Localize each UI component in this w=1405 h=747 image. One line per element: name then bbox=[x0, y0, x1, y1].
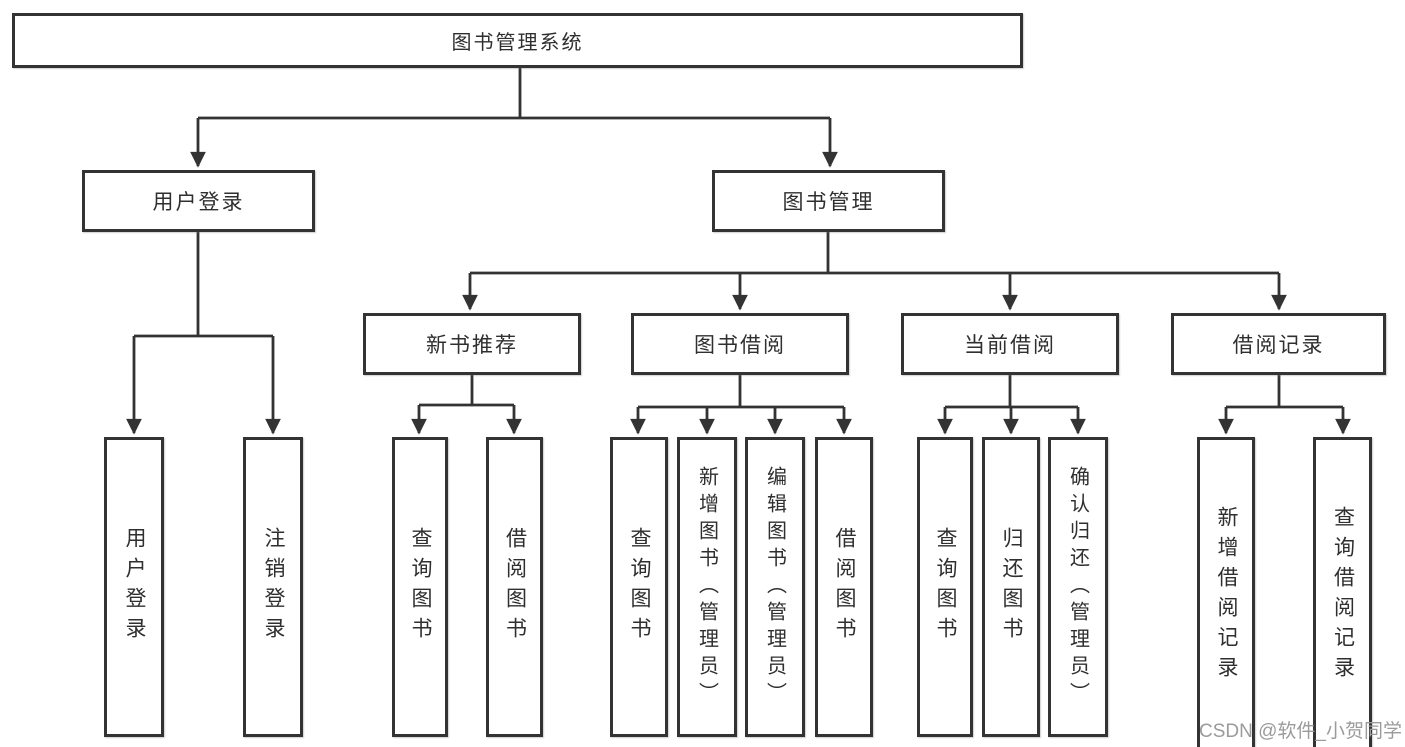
leaf-label: 用户登录 bbox=[123, 527, 146, 647]
leaf-label: 借阅图书 bbox=[503, 527, 527, 647]
leaf-node-borrow-query-books: 查询图书 bbox=[610, 437, 668, 737]
leaf-node-current-query-books: 查询图书 bbox=[917, 437, 973, 737]
leaf-node-add-books-admin: 新增图书（管理员） bbox=[677, 437, 737, 737]
leaf-label: 查询图书 bbox=[409, 527, 432, 647]
leaf-label: 归还图书 bbox=[1000, 527, 1023, 647]
leaf-node-user-login: 用户登录 bbox=[104, 437, 164, 737]
leaf-node-recommend-borrow-books: 借阅图书 bbox=[486, 437, 543, 737]
branch-node-user-login: 用户登录 bbox=[82, 170, 315, 232]
leaf-label: 注销登录 bbox=[262, 527, 285, 647]
section-node-current-borrow: 当前借阅 bbox=[901, 313, 1119, 375]
leaf-label: 确认归还（管理员） bbox=[1066, 465, 1089, 709]
leaf-node-logout: 注销登录 bbox=[243, 437, 303, 737]
leaf-node-borrow-books: 借阅图书 bbox=[815, 437, 873, 737]
leaf-label: 编辑图书（管理员） bbox=[763, 465, 786, 709]
leaf-label: 查询图书 bbox=[934, 527, 957, 647]
leaf-label: 新增图书（管理员） bbox=[695, 465, 718, 709]
leaf-node-return-books: 归还图书 bbox=[982, 437, 1040, 737]
section-node-borrow-records: 借阅记录 bbox=[1171, 313, 1386, 375]
leaf-label: 借阅图书 bbox=[833, 527, 856, 647]
leaf-node-recommend-query-books: 查询图书 bbox=[392, 437, 448, 737]
leaf-label: 查询图书 bbox=[628, 527, 651, 647]
leaf-label: 查询借阅记录 bbox=[1331, 506, 1355, 686]
section-node-new-book-recommend: 新书推荐 bbox=[363, 313, 581, 375]
root-node-library-system: 图书管理系统 bbox=[12, 13, 1023, 68]
branch-node-book-management: 图书管理 bbox=[712, 170, 945, 232]
section-node-book-borrow: 图书借阅 bbox=[631, 313, 849, 375]
leaf-node-edit-books-admin: 编辑图书（管理员） bbox=[745, 437, 805, 737]
leaf-node-confirm-return-admin: 确认归还（管理员） bbox=[1048, 437, 1108, 737]
csdn-watermark: CSDN @软件_小贺同学 bbox=[1199, 721, 1402, 742]
leaf-node-add-borrow-record: 新增借阅记录 bbox=[1197, 437, 1255, 747]
leaf-node-query-borrow-record: 查询借阅记录 bbox=[1313, 437, 1372, 747]
leaf-label: 新增借阅记录 bbox=[1215, 506, 1238, 686]
